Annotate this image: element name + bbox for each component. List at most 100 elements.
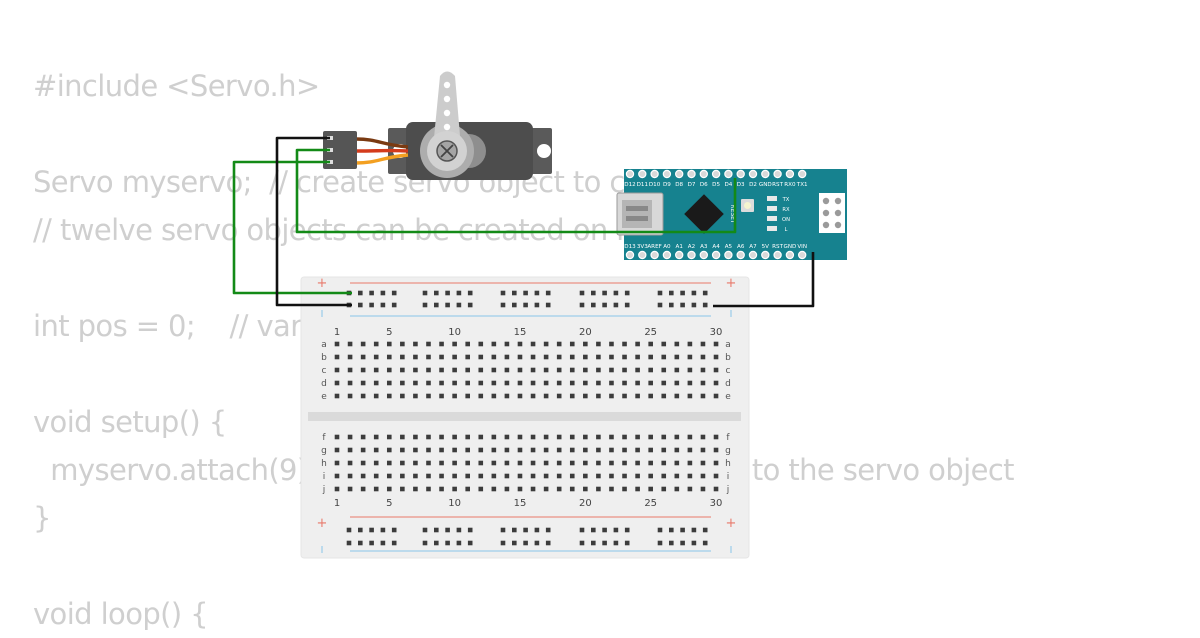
breadboard-hole[interactable] [478, 355, 483, 360]
rail-hole[interactable] [423, 303, 428, 308]
breadboard-hole[interactable] [622, 342, 627, 347]
breadboard-hole[interactable] [544, 381, 549, 386]
breadboard-hole[interactable] [714, 435, 719, 440]
breadboard-hole[interactable] [492, 448, 497, 453]
breadboard-hole[interactable] [505, 368, 510, 373]
breadboard-hole[interactable] [361, 487, 366, 492]
breadboard-hole[interactable] [335, 381, 340, 386]
breadboard-hole[interactable] [518, 355, 523, 360]
breadboard-hole[interactable] [518, 368, 523, 373]
breadboard-hole[interactable] [701, 487, 706, 492]
breadboard-hole[interactable] [557, 394, 562, 399]
breadboard-hole[interactable] [400, 474, 405, 479]
rail-hole[interactable] [512, 541, 517, 546]
rail-hole[interactable] [602, 303, 607, 308]
rail-hole[interactable] [392, 291, 397, 296]
breadboard-hole[interactable] [675, 381, 680, 386]
rail-hole[interactable] [692, 303, 697, 308]
arduino-pin[interactable] [762, 170, 769, 177]
breadboard-hole[interactable] [518, 394, 523, 399]
breadboard-hole[interactable] [648, 342, 653, 347]
breadboard-hole[interactable] [361, 474, 366, 479]
breadboard-hole[interactable] [661, 381, 666, 386]
rail-hole[interactable] [658, 528, 663, 533]
breadboard-hole[interactable] [675, 355, 680, 360]
breadboard-hole[interactable] [492, 355, 497, 360]
rail-hole[interactable] [468, 541, 473, 546]
breadboard-hole[interactable] [544, 448, 549, 453]
rail-hole[interactable] [445, 528, 450, 533]
arduino-pin[interactable] [676, 170, 683, 177]
rail-hole[interactable] [535, 528, 540, 533]
breadboard-hole[interactable] [570, 394, 575, 399]
rail-hole[interactable] [392, 528, 397, 533]
breadboard-hole[interactable] [400, 394, 405, 399]
breadboard-hole[interactable] [688, 435, 693, 440]
breadboard-hole[interactable] [557, 355, 562, 360]
breadboard-hole[interactable] [374, 394, 379, 399]
rail-hole[interactable] [669, 541, 674, 546]
breadboard-hole[interactable] [505, 448, 510, 453]
breadboard-hole[interactable] [387, 461, 392, 466]
breadboard-hole[interactable] [544, 342, 549, 347]
rail-hole[interactable] [669, 303, 674, 308]
breadboard-hole[interactable] [609, 487, 614, 492]
breadboard-hole[interactable] [544, 394, 549, 399]
breadboard-hole[interactable] [361, 381, 366, 386]
breadboard-hole[interactable] [465, 435, 470, 440]
rail-hole[interactable] [369, 291, 374, 296]
breadboard-hole[interactable] [661, 342, 666, 347]
breadboard-hole[interactable] [570, 368, 575, 373]
arduino-pin[interactable] [713, 170, 720, 177]
breadboard-hole[interactable] [492, 368, 497, 373]
breadboard-hole[interactable] [570, 381, 575, 386]
breadboard-hole[interactable] [452, 487, 457, 492]
breadboard-hole[interactable] [335, 355, 340, 360]
breadboard-hole[interactable] [465, 474, 470, 479]
rail-hole[interactable] [347, 541, 352, 546]
breadboard-hole[interactable] [387, 342, 392, 347]
breadboard-hole[interactable] [387, 368, 392, 373]
breadboard-hole[interactable] [505, 461, 510, 466]
breadboard-hole[interactable] [335, 461, 340, 466]
breadboard-hole[interactable] [387, 381, 392, 386]
breadboard-hole[interactable] [714, 461, 719, 466]
breadboard-hole[interactable] [661, 461, 666, 466]
breadboard-hole[interactable] [648, 394, 653, 399]
breadboard-hole[interactable] [348, 487, 353, 492]
breadboard-hole[interactable] [413, 474, 418, 479]
breadboard-hole[interactable] [661, 435, 666, 440]
rail-hole[interactable] [602, 528, 607, 533]
rail-hole[interactable] [703, 291, 708, 296]
breadboard-hole[interactable] [531, 381, 536, 386]
arduino-pin[interactable] [639, 170, 646, 177]
breadboard-hole[interactable] [675, 394, 680, 399]
rail-hole[interactable] [445, 303, 450, 308]
breadboard-hole[interactable] [583, 435, 588, 440]
breadboard-hole[interactable] [361, 368, 366, 373]
breadboard-hole[interactable] [452, 474, 457, 479]
rail-hole[interactable] [468, 303, 473, 308]
breadboard-hole[interactable] [452, 355, 457, 360]
breadboard-hole[interactable] [426, 368, 431, 373]
rail-hole[interactable] [602, 291, 607, 296]
rail-hole[interactable] [501, 291, 506, 296]
breadboard-hole[interactable] [635, 435, 640, 440]
breadboard-hole[interactable] [335, 448, 340, 453]
breadboard-hole[interactable] [583, 474, 588, 479]
rail-hole[interactable] [546, 528, 551, 533]
breadboard-hole[interactable] [361, 394, 366, 399]
arduino-pin[interactable] [799, 251, 806, 258]
breadboard-hole[interactable] [387, 355, 392, 360]
arduino-pin[interactable] [676, 251, 683, 258]
breadboard-hole[interactable] [622, 448, 627, 453]
rail-hole[interactable] [658, 291, 663, 296]
breadboard-hole[interactable] [609, 448, 614, 453]
breadboard-hole[interactable] [688, 355, 693, 360]
breadboard-hole[interactable] [426, 381, 431, 386]
rail-hole[interactable] [512, 528, 517, 533]
breadboard-hole[interactable] [413, 461, 418, 466]
breadboard-hole[interactable] [413, 448, 418, 453]
rail-hole[interactable] [669, 291, 674, 296]
breadboard-hole[interactable] [374, 381, 379, 386]
